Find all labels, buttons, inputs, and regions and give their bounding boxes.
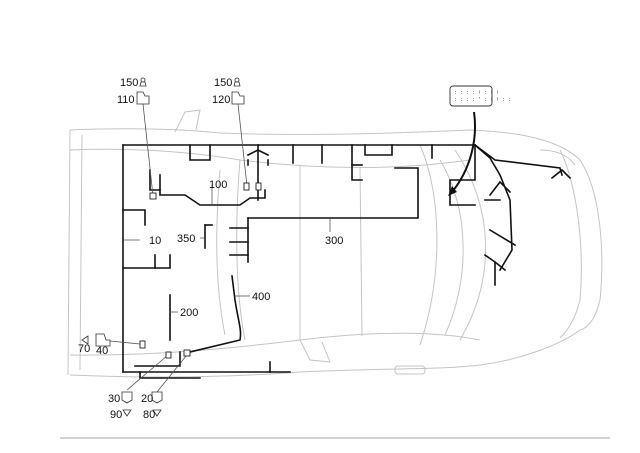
label-100: 100 [209,179,227,191]
harness-connectors [139,182,262,359]
label-120: 120 [212,94,230,106]
bulb-icon-80 [152,409,162,417]
label-90: 90 [110,409,122,421]
label-150-right: 150 [214,77,232,89]
connector-icon-110 [136,91,150,105]
svg-text:: : : : ' : ! ! : :: : : : : ' : ! ! : : [454,97,511,103]
label-20: 20 [141,393,153,405]
label-10: 10 [149,235,161,247]
wiring-harness [122,143,572,379]
label-110: 110 [117,94,135,106]
lamp-icon-70 [81,335,89,345]
connector-icon-120 [231,91,245,105]
label-200: 200 [180,307,198,319]
svg-text:: : : : ! : ! !: : : : : ! : ! ! [454,90,499,96]
label-400: 400 [252,291,270,303]
bulb-icon-90 [122,409,132,417]
plug-icon-40 [95,333,111,347]
label-350: 350 [177,233,195,245]
bulb-icon-150a [139,77,147,87]
connector-icon-20 [151,391,163,404]
label-40: 40 [96,345,108,357]
leader-lines [109,103,331,393]
callout-labels: 150 110 150 120 100 10 350 300 400 200 7… [78,77,343,421]
connector-icon-30 [121,391,133,404]
label-80: 80 [143,409,155,421]
label-30: 30 [108,393,120,405]
label-70: 70 [78,343,90,355]
label-300: 300 [325,235,343,247]
legend-box-icon: : : : : ! : ! ! : : : : ' : ! ! : : [448,85,511,196]
bulb-icon-150b [233,77,241,87]
label-150-left: 150 [120,77,138,89]
